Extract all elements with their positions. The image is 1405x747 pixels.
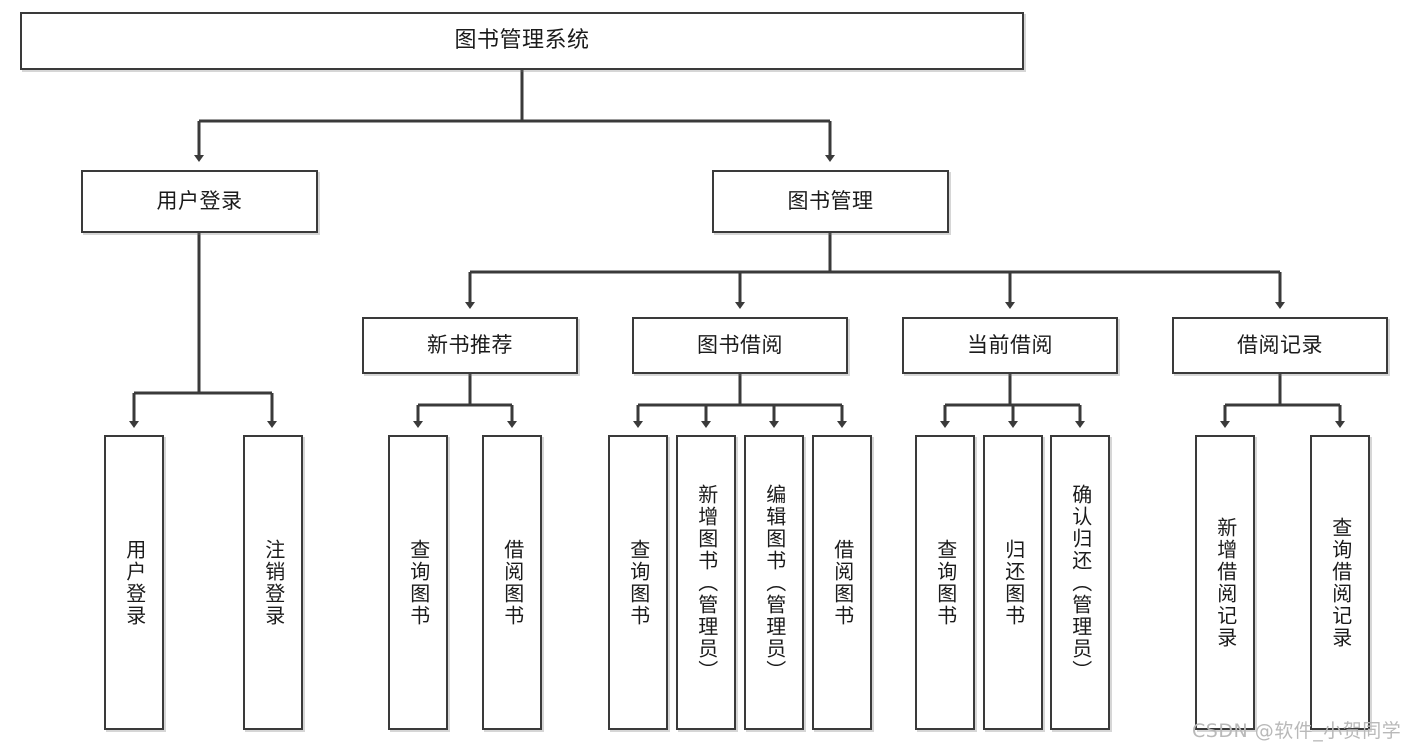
node-label: 新增图书（管理员） [694,483,719,682]
node-book-borrow[interactable]: 图书借阅 [632,317,848,374]
node-label: 注销登录 [261,538,286,627]
node-label: 用户登录 [156,189,243,214]
node-label: 查询借阅记录 [1328,516,1353,649]
node-label: 新增借阅记录 [1213,516,1238,649]
node-label: 图书管理系统 [454,28,590,54]
node-current-borrow[interactable]: 当前借阅 [902,317,1118,374]
node-root-system[interactable]: 图书管理系统 [20,12,1024,70]
node-leaf-confirm-return[interactable]: 确认归还（管理员） [1050,435,1110,730]
node-leaf-return-book[interactable]: 归还图书 [983,435,1043,730]
node-leaf-logout[interactable]: 注销登录 [243,435,303,730]
node-user-login[interactable]: 用户登录 [81,170,318,233]
node-label: 借阅记录 [1237,333,1323,358]
node-label: 用户登录 [122,538,147,627]
node-label: 归还图书 [1001,538,1026,627]
node-label: 借阅图书 [500,538,525,627]
node-label: 当前借阅 [967,333,1053,358]
node-label: 查询图书 [406,538,431,627]
node-leaf-add-record[interactable]: 新增借阅记录 [1195,435,1255,730]
node-label: 新书推荐 [427,333,513,358]
node-label: 图书管理 [787,189,874,214]
node-label: 查询图书 [626,538,651,627]
node-borrow-record[interactable]: 借阅记录 [1172,317,1388,374]
node-leaf-borrow-book-2[interactable]: 借阅图书 [812,435,872,730]
node-leaf-query-book-2[interactable]: 查询图书 [608,435,668,730]
node-leaf-add-book[interactable]: 新增图书（管理员） [676,435,736,730]
node-leaf-query-record[interactable]: 查询借阅记录 [1310,435,1370,730]
node-label: 图书借阅 [697,333,783,358]
node-leaf-query-book-3[interactable]: 查询图书 [915,435,975,730]
node-label: 查询图书 [933,538,958,627]
node-new-book-recommend[interactable]: 新书推荐 [362,317,578,374]
node-label: 确认归还（管理员） [1068,483,1093,682]
node-label: 借阅图书 [830,538,855,627]
node-leaf-borrow-book-1[interactable]: 借阅图书 [482,435,542,730]
node-label: 编辑图书（管理员） [762,483,787,682]
node-leaf-query-book-1[interactable]: 查询图书 [388,435,448,730]
node-book-management[interactable]: 图书管理 [712,170,949,233]
node-leaf-user-login[interactable]: 用户登录 [104,435,164,730]
node-leaf-edit-book[interactable]: 编辑图书（管理员） [744,435,804,730]
